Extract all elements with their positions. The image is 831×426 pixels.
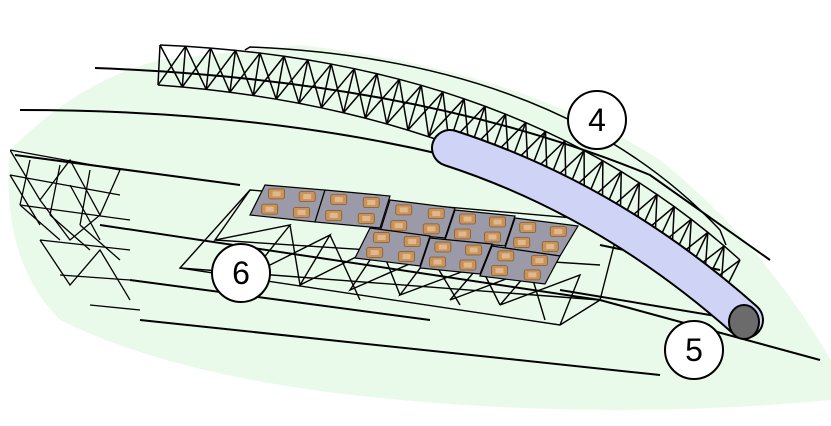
truss-member — [229, 50, 237, 93]
truss-member — [428, 98, 465, 138]
panel-tile-inner — [523, 225, 532, 230]
panel-tile-inner — [463, 262, 472, 268]
truss-member — [181, 46, 187, 88]
truss-member — [428, 91, 444, 137]
panel-tile-inner — [495, 268, 504, 274]
left-lattice — [9, 149, 141, 311]
truss-member — [342, 68, 356, 113]
panel-tile-inner — [297, 209, 306, 215]
callout-6: 6 — [211, 243, 271, 303]
panel-tile-inner — [517, 240, 526, 245]
panel-tile-inner — [501, 253, 510, 259]
truss-member — [386, 79, 401, 125]
panel-tile-inner — [408, 239, 417, 244]
panel-tile-inner — [554, 229, 563, 234]
panel-tile-inner — [432, 211, 441, 217]
panel-tile-inner — [546, 244, 555, 249]
panel-tile-inner — [438, 244, 447, 250]
panel-tile-inner — [488, 234, 497, 240]
panel-tile-inner — [377, 235, 386, 240]
tube-module — [431, 129, 764, 340]
truss-member — [157, 44, 161, 86]
solar-panel-array — [249, 184, 579, 285]
solar-panel — [419, 237, 493, 275]
truss-member — [181, 47, 212, 88]
truss-member — [229, 52, 261, 93]
truss-member — [275, 56, 285, 100]
truss-member — [252, 52, 261, 96]
solar-panel — [314, 189, 391, 229]
truss-member — [364, 73, 378, 119]
truss-member — [407, 91, 444, 131]
callout-5-label: 5 — [685, 332, 703, 368]
panel-tile-inner — [493, 219, 502, 225]
truss-member — [407, 85, 422, 131]
panel-tile-inner — [469, 247, 478, 253]
panel-tile-inner — [427, 226, 436, 232]
panel-tile-inner — [458, 231, 467, 237]
callout-4: 4 — [567, 90, 627, 150]
panel-tile-inner — [303, 194, 312, 200]
panel-tile-inner — [329, 213, 338, 218]
truss-member — [320, 63, 332, 108]
truss-member — [252, 55, 285, 96]
panel-tile-inner — [367, 200, 376, 205]
callout-5: 5 — [664, 320, 724, 380]
panel-tile-inner — [394, 223, 403, 229]
truss-member — [298, 59, 309, 104]
panel-tile-inner — [535, 258, 544, 264]
truss-member — [205, 49, 237, 90]
panel-tile-inner — [370, 250, 379, 255]
tube-end-cap — [728, 304, 760, 340]
truss-member — [205, 48, 212, 90]
panel-tile-inner — [399, 207, 408, 213]
truss-member — [157, 45, 187, 86]
panel-tile-inner — [362, 216, 371, 221]
panel-tile-inner — [528, 272, 537, 278]
panel-tile-inner — [402, 254, 411, 259]
panel-tile-inner — [265, 206, 274, 212]
truss-rail — [244, 46, 727, 246]
truss-member — [386, 84, 422, 125]
truss-member — [298, 63, 332, 104]
truss-member — [342, 73, 378, 114]
callout-4-label: 4 — [588, 102, 606, 138]
panel-tile-inner — [334, 197, 343, 202]
panel-tile-inner — [463, 216, 472, 222]
callout-6-label: 6 — [232, 255, 250, 291]
panel-tile-inner — [272, 191, 281, 197]
panel-tile-inner — [433, 259, 442, 265]
truss-member — [364, 78, 400, 119]
truss-member — [320, 68, 355, 109]
truss-member — [275, 59, 309, 100]
